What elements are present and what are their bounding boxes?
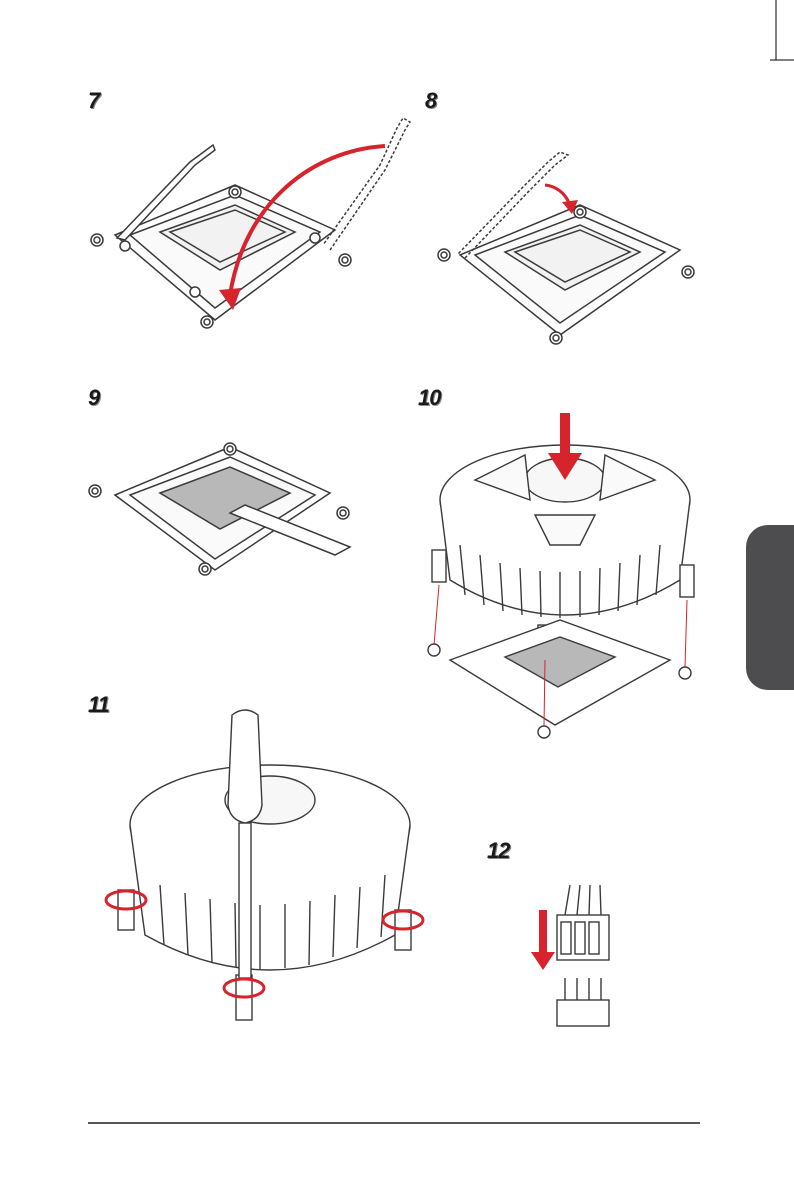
footer-rule (88, 1122, 700, 1124)
step-9-illustration (85, 435, 365, 585)
step-11-illustration (100, 705, 440, 1045)
step-12-label: 12 (487, 838, 509, 864)
step-8-illustration (430, 150, 720, 345)
step-12-illustration (525, 880, 645, 1030)
step-10-illustration (420, 405, 710, 745)
step-8-label: 8 (425, 88, 436, 114)
step-7-illustration (85, 110, 415, 340)
step-9-label: 9 (88, 385, 99, 411)
side-chapter-tab (746, 525, 794, 690)
